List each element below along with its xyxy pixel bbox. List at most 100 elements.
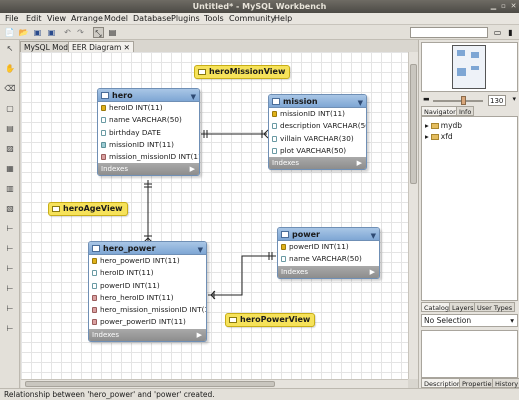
menu-community[interactable]: Community [229,14,276,23]
tree-item-mydb[interactable]: ▸mydb [425,121,462,131]
selection-dropdown[interactable]: No Selection▾ [421,314,518,327]
expand-arrow-icon[interactable]: ▸ [425,132,429,141]
tab-layers[interactable]: Layers [449,302,477,312]
menu-arrange[interactable]: Arrange [71,14,103,23]
column-row[interactable]: power_powerID INT(11) [89,316,206,328]
view-hero-power[interactable]: heroPowerView [225,313,316,327]
menu-file[interactable]: File [5,14,19,23]
table-hero-power[interactable]: hero_power▼ hero_powerID INT(11) heroID … [88,241,207,342]
column-row[interactable]: birthday DATE [98,127,199,139]
menu-model[interactable]: Model [104,14,129,23]
horizontal-scroll-thumb[interactable] [25,381,275,387]
table-mission[interactable]: mission▼ missionID INT(11) description V… [268,94,367,171]
table-power[interactable]: power▼ powerID INT(11) name VARCHAR(50) … [277,227,380,279]
vertical-scrollbar[interactable] [408,52,418,379]
zoom-slider-handle[interactable] [461,96,466,105]
indexes-section[interactable]: Indexes▶ [89,328,206,341]
zoom-dropdown-icon[interactable]: ▾ [512,95,516,103]
expand-arrow-icon[interactable]: ▶ [356,159,362,168]
search-input[interactable] [410,27,488,38]
column-row[interactable]: hero_powerID INT(11) [89,255,206,267]
collapse-arrow-icon[interactable]: ▼ [197,246,203,254]
column-row[interactable]: heroID INT(11) [98,102,199,114]
table-hero[interactable]: hero▼ heroID INT(11) name VARCHAR(50) bi… [97,88,200,177]
column-row[interactable]: heroID INT(11) [89,267,206,279]
image-tool-icon[interactable]: ▨ [6,144,14,153]
menu-help[interactable]: Help [274,14,293,23]
collapse-arrow-icon[interactable]: ▼ [357,99,363,107]
save-icon[interactable]: ▣ [33,28,42,37]
expand-arrow-icon[interactable]: ▶ [369,267,375,276]
menu-view[interactable]: View [47,14,66,23]
column-row[interactable]: villain VARCHAR(30) [269,133,366,145]
menu-database[interactable]: Database [133,14,172,23]
column-row[interactable]: missionID INT(11) [269,108,366,120]
column-row[interactable]: hero_heroID INT(11) [89,292,206,304]
collapse-arrow-icon[interactable]: ▼ [370,232,376,240]
hand-tool-icon[interactable]: ✋ [5,64,15,73]
expand-arrow-icon[interactable]: ▶ [189,165,195,174]
chevron-down-icon[interactable]: ▾ [510,316,514,325]
catalog-tree[interactable]: ▸mydb ▸xfd [421,116,518,301]
column-row[interactable]: hero_mission_missionID INT(11) [89,304,206,316]
zoom-slider[interactable] [433,100,483,102]
table-tool-icon[interactable]: ▦ [6,164,14,173]
redo-icon[interactable]: ↷ [77,28,84,37]
eraser-tool-icon[interactable]: ⌫ [4,84,16,93]
tab-description[interactable]: Description [421,378,465,388]
toggle-sidebar-icon[interactable]: ▭ [493,28,502,37]
column-row[interactable]: description VARCHAR(50) [269,120,366,132]
open-folder-icon[interactable]: 📂 [18,28,29,37]
align-icon[interactable]: ▤ [108,28,117,37]
save-as-icon[interactable]: ▣ [47,28,56,37]
tab-catalog[interactable]: Catalog [421,302,452,312]
table-mission-header[interactable]: mission▼ [269,95,366,108]
undo-icon[interactable]: ↶ [64,28,71,37]
menu-tools[interactable]: Tools [204,14,224,23]
new-file-icon[interactable]: 📄 [4,28,15,37]
column-row[interactable]: powerID INT(11) [89,280,206,292]
tab-close-icon[interactable]: ✕ [123,43,130,52]
routine-group-tool-icon[interactable]: ▧ [6,204,14,213]
relationship-1-n-icon[interactable]: ⊢ [6,244,14,253]
vertical-scroll-thumb[interactable] [410,64,417,184]
maximize-button[interactable]: ▫ [501,2,506,10]
layer-tool-icon[interactable]: ▢ [6,104,14,113]
relationship-1-n-id-icon[interactable]: ⊢ [6,284,14,293]
column-row[interactable]: plot VARCHAR(50) [269,145,366,157]
column-row[interactable]: name VARCHAR(50) [98,114,199,126]
minimize-button[interactable]: ▁ [490,2,497,10]
indexes-section[interactable]: Indexes▶ [98,163,199,176]
minimap-viewport[interactable] [452,45,486,89]
tab-info[interactable]: Info [456,106,475,116]
table-hero-power-header[interactable]: hero_power▼ [89,242,206,255]
tree-item-xfd[interactable]: ▸xfd [425,132,453,142]
expand-arrow-icon[interactable]: ▸ [425,121,429,130]
column-row[interactable]: mission_missionID INT(11) [98,151,199,163]
expand-arrow-icon[interactable]: ▶ [196,330,202,339]
table-hero-header[interactable]: hero▼ [98,89,199,102]
relationship-1-1-icon[interactable]: ⊢ [6,224,14,233]
toggle-panel-icon[interactable]: ▮ [508,28,513,37]
view-hero-mission[interactable]: heroMissionView [194,65,291,79]
menu-edit[interactable]: Edit [26,14,42,23]
column-row[interactable]: name VARCHAR(50) [278,253,379,265]
relationship-n-m-icon[interactable]: ⊢ [6,304,14,313]
relationship-existing-icon[interactable]: ⊢ [6,324,14,333]
indexes-section[interactable]: Indexes▶ [269,157,366,170]
tab-user-types[interactable]: User Types [474,302,516,312]
menu-plugins[interactable]: Plugins [171,14,200,23]
grid-toggle-icon[interactable]: ⤡ [93,27,104,38]
diagram-canvas[interactable]: heroMissionView heroAgeView heroPowerVie… [21,52,408,379]
indexes-section[interactable]: Indexes▶ [278,265,379,278]
collapse-arrow-icon[interactable]: ▼ [190,93,196,101]
column-row[interactable]: missionID INT(11) [98,139,199,151]
view-tool-icon[interactable]: ▥ [6,184,14,193]
navigator-minimap[interactable] [421,42,518,92]
zoom-out-icon[interactable]: ▬ [423,95,430,103]
zoom-value-input[interactable]: 130 [488,95,506,106]
tab-navigator[interactable]: Navigator [421,106,459,116]
tab-eer-diagram[interactable]: EER Diagram ✕ [68,41,134,52]
table-power-header[interactable]: power▼ [278,228,379,241]
horizontal-scrollbar[interactable] [21,379,408,388]
